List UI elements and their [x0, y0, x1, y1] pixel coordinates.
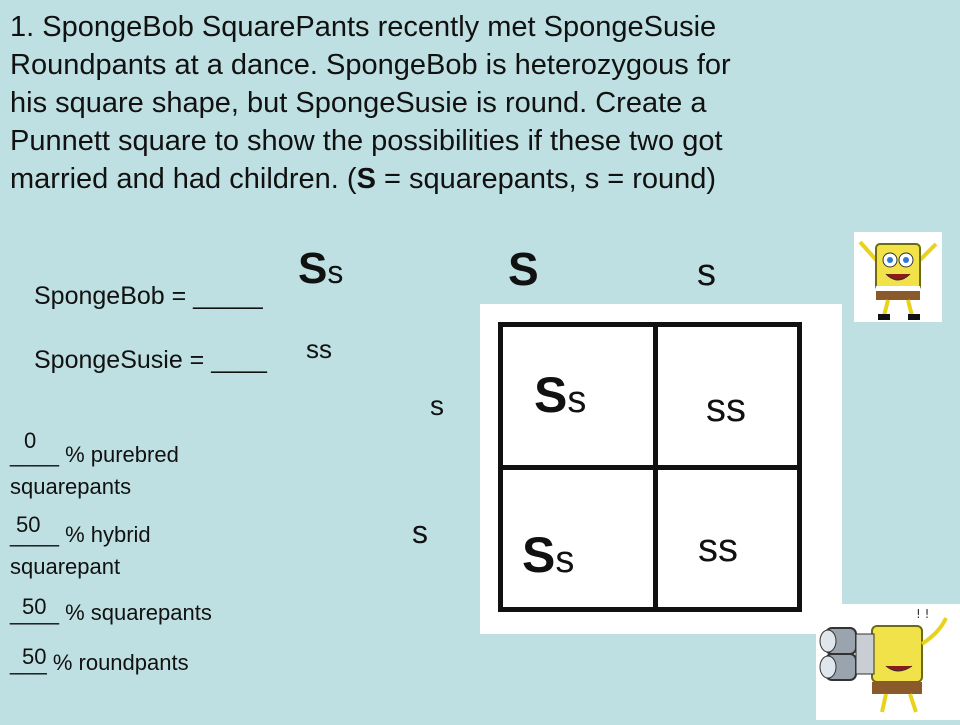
spongebob-binoculars-image: ! !	[816, 604, 960, 720]
hybrid-label: % hybrid	[58, 522, 151, 547]
spongebob-genotype-row: SpongeBob = _____	[34, 282, 263, 311]
hybrid-row: ____ % hybrid	[10, 522, 151, 548]
spongesusie-label: SpongeSusie =	[34, 346, 212, 374]
punnett-grid	[498, 322, 802, 612]
punnett-cell-bottom-left: Ss	[522, 526, 574, 584]
spongebob-waving-icon	[858, 240, 938, 320]
top-allele-2: s	[697, 252, 716, 294]
allele-recessive: s	[555, 539, 575, 581]
question-line: Roundpants at a dance. SpongeBob is hete…	[10, 49, 731, 81]
left-allele-1: s	[430, 390, 444, 421]
hybrid-label-cont: squarepant	[10, 554, 121, 579]
allele-dominant: S	[534, 367, 568, 423]
punnett-cell-bottom-right: ss	[698, 526, 738, 570]
spongebob-genotype-answer: Ss	[298, 244, 343, 294]
spongesusie-blank: ____	[211, 346, 267, 374]
spongebob-waving-image	[854, 232, 942, 322]
squarepants-value: 50	[22, 594, 47, 619]
allele-dominant: S	[298, 244, 328, 293]
spongesusie-genotype-row: SpongeSusie = ____	[34, 346, 267, 375]
question-text: 1. SpongeBob SquarePants recently met Sp…	[10, 8, 950, 198]
spongebob-binoculars-icon: ! !	[819, 607, 948, 713]
allele-dominant: S	[522, 527, 556, 583]
squarepants-row: ____ % squarepants	[10, 600, 212, 626]
purebred-label: % purebred	[58, 442, 179, 467]
top-allele-1: S	[508, 243, 539, 295]
purebred-row: ____ % purebred	[10, 442, 179, 468]
punnett-cell-top-left: Ss	[534, 366, 586, 424]
purebred-label-cont: squarepants	[10, 474, 132, 499]
dominant-allele-symbol: S	[356, 163, 376, 195]
hybrid-value: 50	[16, 512, 41, 537]
punnett-square: Ss ss Ss ss	[480, 304, 842, 634]
left-allele-2: s	[412, 514, 428, 550]
roundpants-label: % roundpants	[46, 650, 189, 675]
roundpants-value: 50	[22, 644, 47, 669]
punnett-cell-top-right: ss	[706, 386, 746, 430]
svg-text:! !: ! !	[916, 607, 929, 621]
question-line-part: = squarepants, s = round)	[375, 163, 717, 195]
question-line-part: married and had children. (	[10, 163, 357, 195]
allele-recessive: s	[567, 379, 587, 421]
squarepants-blank: ____	[10, 600, 59, 625]
allele-recessive: s	[327, 254, 344, 290]
question-line: his square shape, but SpongeSusie is rou…	[10, 87, 707, 119]
spongebob-blank: _____	[193, 282, 263, 310]
question-line: married and had children. (S = squarepan…	[10, 160, 950, 198]
grid-divider-horizontal	[503, 465, 797, 470]
question-line: Punnett square to show the possibilities…	[10, 125, 723, 157]
purebred-value: 0	[24, 428, 37, 453]
hybrid-blank: ____	[10, 522, 59, 547]
purebred-blank: ____	[10, 442, 59, 467]
question-line: 1. SpongeBob SquarePants recently met Sp…	[10, 11, 717, 43]
roundpants-blank: ___	[10, 650, 47, 675]
squarepants-label: % squarepants	[58, 600, 212, 625]
spongebob-label: SpongeBob =	[34, 282, 194, 310]
spongesusie-genotype-answer: ss	[306, 334, 332, 364]
roundpants-row: ___ % roundpants	[10, 650, 189, 676]
